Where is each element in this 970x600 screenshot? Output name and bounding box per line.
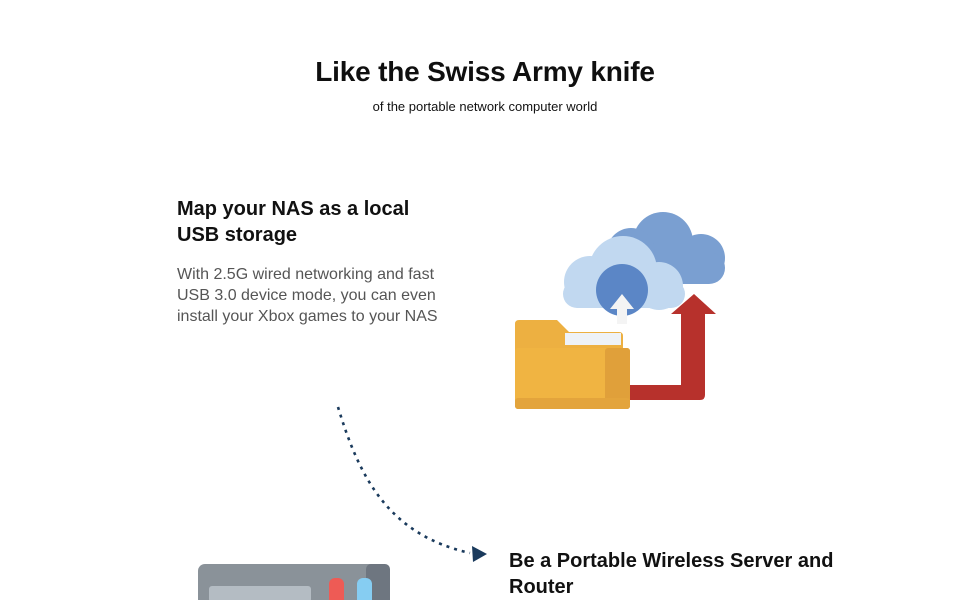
red-flow-arrow <box>620 294 716 400</box>
cloud-upload-folder-icon <box>515 212 725 409</box>
feature-wireless-server-title: Be a Portable Wireless Server and Router <box>509 550 834 598</box>
feature-nas-usb-title: Map your NAS as a local USB storage <box>177 198 410 246</box>
server-device-icon <box>198 564 390 600</box>
dotted-connector-arrow <box>336 406 487 562</box>
folder-icon <box>515 320 630 409</box>
hero-title: Like the Swiss Army knife <box>315 56 655 87</box>
feature-nas-usb-description: With 2.5G wired networking and fast USB … <box>177 266 438 325</box>
upload-arrow-icon <box>610 294 634 324</box>
front-cloud-shape <box>563 236 685 316</box>
hero-subtitle: of the portable network computer world <box>372 99 598 114</box>
